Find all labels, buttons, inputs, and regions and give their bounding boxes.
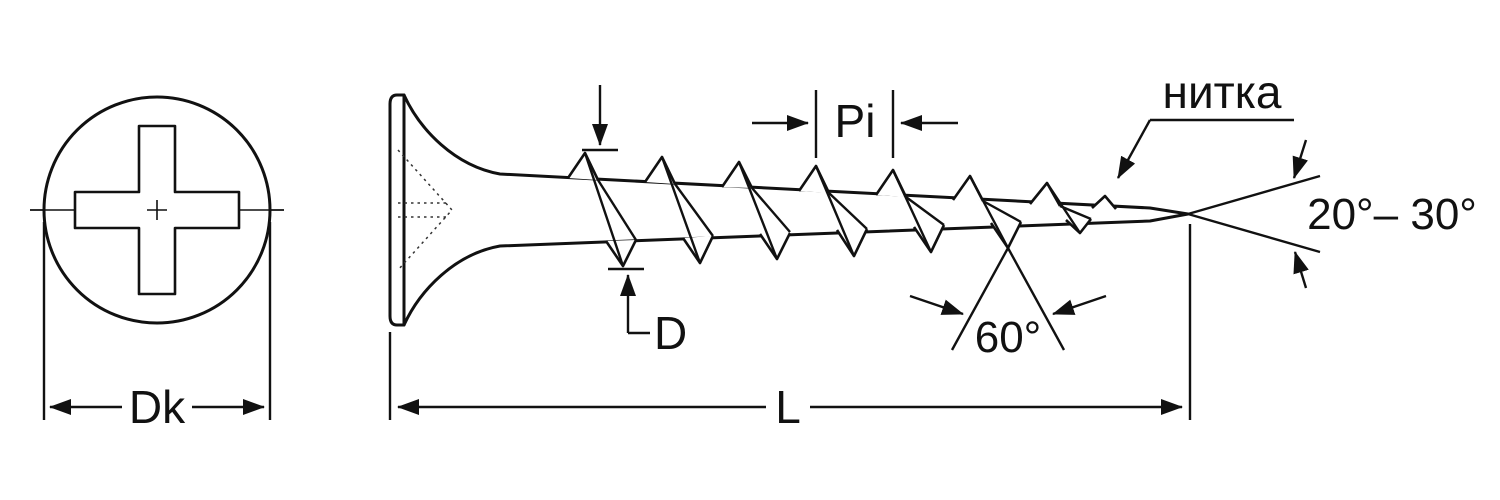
thread-flank <box>968 175 1010 249</box>
thread-flank <box>737 161 779 260</box>
thread-flank <box>828 192 868 230</box>
screw-side-view <box>388 93 1190 327</box>
dimension-head-diameter: Dk <box>42 222 272 433</box>
label-thread-angle: 60° <box>975 313 1042 362</box>
point-angle-line-upper <box>1187 174 1321 216</box>
point-angle-line-lower <box>1187 212 1321 254</box>
thread-flank <box>660 156 702 264</box>
dimension-point-angle: 20°– 30° <box>1187 139 1477 289</box>
dimension-thread-pitch: Pi <box>752 90 958 158</box>
screw-body-outline <box>388 93 1190 327</box>
recess-hidden-lines <box>397 149 454 271</box>
thread-flank <box>1059 204 1092 221</box>
thread-flank <box>891 169 933 253</box>
head-front-view <box>30 95 284 325</box>
dimension-thread-diameter: D <box>582 85 687 359</box>
thread-flank <box>982 199 1022 224</box>
thread-flank <box>583 152 625 267</box>
dimension-thread-angle: 60° <box>909 247 1107 362</box>
dimension-length: L <box>388 224 1192 433</box>
point-angle-arrow-top <box>1292 139 1308 179</box>
thread-flank <box>596 179 638 241</box>
label-last-thread: нитка <box>1163 66 1282 118</box>
last-thread-arrow <box>1116 119 1152 179</box>
point-angle-arrow-bottom <box>1293 251 1309 289</box>
callout-last-thread: нитка <box>1116 66 1294 179</box>
thread-crest <box>874 168 908 198</box>
label-head-diameter: Dk <box>129 381 186 433</box>
thread-angle-arrow-left <box>909 294 964 316</box>
thread-flank <box>674 183 714 237</box>
thread-angle-arrow-right <box>1052 294 1107 316</box>
thread-flank <box>905 196 945 226</box>
thread-flank <box>814 165 856 257</box>
label-thread-pitch: Pi <box>835 95 876 147</box>
thread-flank <box>751 187 791 233</box>
label-length: L <box>775 381 801 433</box>
label-thread-diameter: D <box>654 307 687 359</box>
thread-angle-line-left <box>950 247 1010 351</box>
thread-crest <box>951 174 985 202</box>
thread-angle-line-right <box>1006 247 1066 351</box>
last-thread-crest <box>1091 194 1117 210</box>
label-point-angle: 20°– 30° <box>1307 190 1477 239</box>
thread-flank-lines <box>583 152 1092 267</box>
